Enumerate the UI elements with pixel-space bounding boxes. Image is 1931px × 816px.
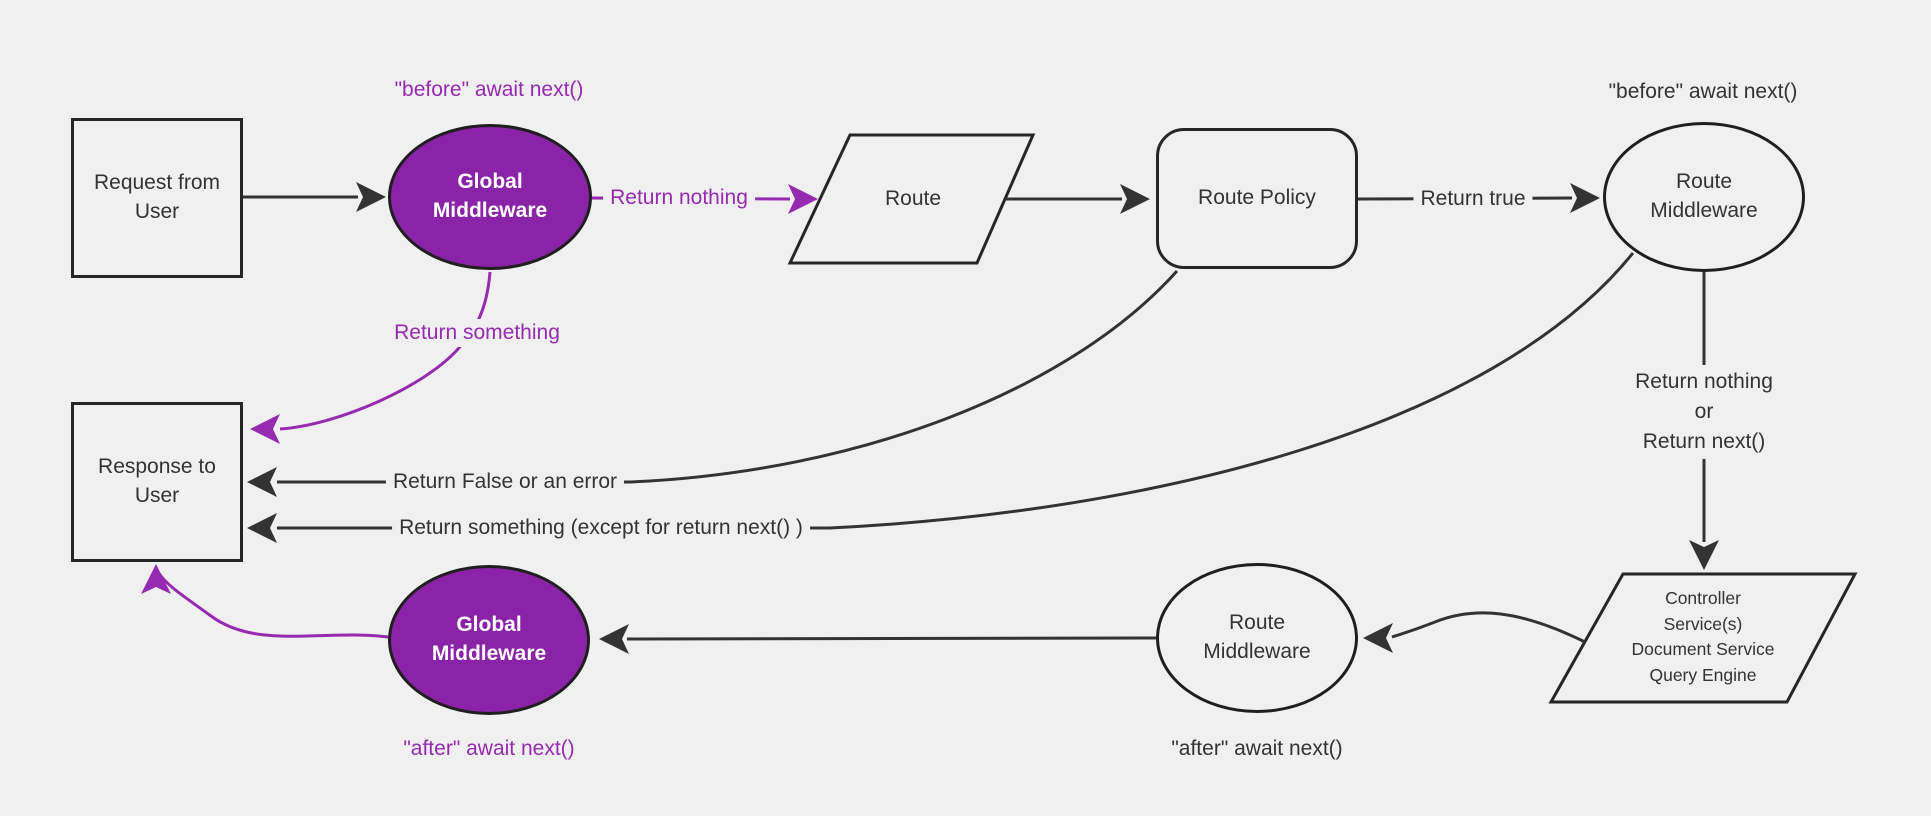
edge-route-mw-bottom-to-global-bottom	[626, 636, 1157, 641]
label-after-await-next-right: "after" await next()	[1171, 737, 1343, 760]
label-return-nothing-or-next: Return nothing or Return next()	[1628, 364, 1780, 460]
arrowhead-into-route-mw-bottom	[1363, 623, 1393, 653]
edge-controller-to-route-mw-bottom	[1391, 611, 1586, 644]
label-return-nothing-or-line-1: Return nothing	[1635, 369, 1773, 393]
arrowhead-return-something	[250, 414, 280, 444]
node-global-bottom-label: Global Middleware	[431, 613, 547, 665]
controller-line-1: Controller	[1665, 588, 1741, 608]
node-route-policy: Route Policy	[1156, 128, 1358, 269]
node-global-middleware-top: Global Middleware	[388, 124, 592, 270]
node-response-to-user: Response to User	[71, 402, 243, 562]
arrowhead-into-response-bottom	[141, 564, 171, 594]
node-request-label: Request from User	[93, 171, 221, 223]
node-route-mw-bottom-label: Route Middleware	[1203, 611, 1311, 663]
label-return-false-or-error: Return False or an error	[385, 468, 625, 496]
route-parallelogram-shape	[787, 133, 1036, 265]
arrowhead-into-route-policy	[1120, 184, 1150, 214]
label-return-nothing-or-line-2: or	[1694, 399, 1714, 423]
edge-global-bottom-to-response	[156, 571, 389, 639]
label-return-something: Return something	[387, 319, 567, 347]
node-request-from-user: Request from User	[71, 118, 243, 278]
node-global-top-label: Global Middleware	[432, 170, 548, 222]
node-global-middleware-bottom: Global Middleware	[388, 565, 590, 715]
edge-global-return-something	[279, 271, 492, 431]
arrowhead-into-controller	[1689, 540, 1719, 570]
edge-route-mw-to-response	[277, 252, 1635, 530]
arrowhead-return-false	[247, 467, 277, 497]
label-before-await-next-left: "before" await next()	[394, 78, 584, 101]
label-return-something-except: Return something (except for return next…	[392, 514, 810, 542]
arrowhead-into-global-top	[356, 182, 386, 212]
node-route-policy-label: Route Policy	[1198, 186, 1316, 210]
node-response-label: Response to User	[98, 455, 216, 507]
arrowhead-into-global-bottom	[599, 624, 629, 654]
arrowhead-into-route	[788, 184, 818, 214]
controller-line-2: Service(s)	[1663, 613, 1743, 634]
edge-policy-to-response	[277, 269, 1179, 484]
label-return-true: Return true	[1413, 185, 1533, 213]
controller-line-4: Query Engine	[1649, 665, 1757, 686]
arrowhead-return-something-except	[247, 513, 277, 543]
node-route-middleware-top: Route Middleware	[1603, 122, 1805, 272]
label-return-nothing: Return nothing	[603, 184, 755, 212]
label-after-await-next-left: "after" await next()	[403, 737, 575, 760]
node-route-mw-top-label: Route Middleware	[1650, 170, 1758, 222]
controller-line-3: Document Service	[1631, 639, 1775, 660]
label-before-await-next-right: "before" await next()	[1608, 80, 1798, 103]
node-route: Route	[838, 135, 988, 263]
node-route-middleware-bottom: Route Middleware	[1156, 563, 1358, 713]
node-controller-services: Controller Service(s) Document Service Q…	[1603, 586, 1803, 689]
arrowhead-into-route-mw-top	[1570, 183, 1600, 213]
controller-parallelogram-shape	[1548, 572, 1858, 704]
node-route-label: Route	[884, 186, 942, 210]
label-return-nothing-or-line-3: Return next()	[1642, 430, 1766, 454]
